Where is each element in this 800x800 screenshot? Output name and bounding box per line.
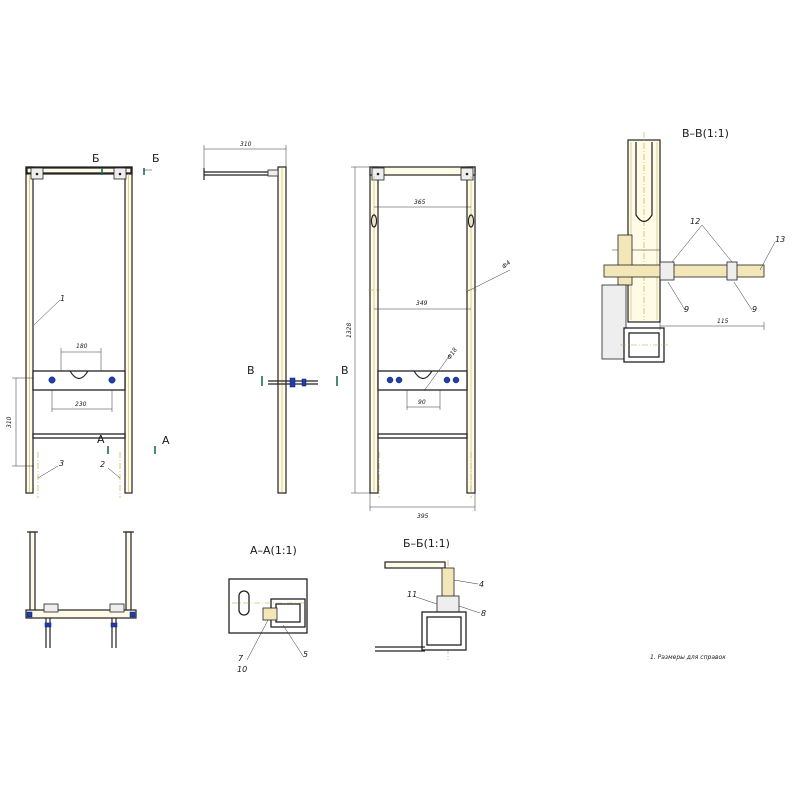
dim-phi18: Ф18 xyxy=(446,346,459,361)
dim-230: 230 xyxy=(75,401,87,408)
dim-1328: 1328 xyxy=(346,323,353,338)
dim-phi4: Ф4 xyxy=(501,259,513,270)
section-mark-b-left: Б xyxy=(92,152,100,165)
section-vv-title: В–В(1:1) xyxy=(682,127,729,140)
section-aa-view xyxy=(228,578,308,661)
dim-365: 365 xyxy=(414,199,426,206)
dim-180: 180 xyxy=(76,343,88,350)
dim-349: 349 xyxy=(416,300,428,307)
section-mark-v-right: В xyxy=(341,364,349,377)
callout-3: 3 xyxy=(59,459,64,468)
section-bb-view xyxy=(375,560,481,660)
section-mark-v-left: В xyxy=(247,364,255,377)
callout-13: 13 xyxy=(775,235,785,244)
callout-9-right: 9 xyxy=(752,305,757,314)
front-view xyxy=(12,166,156,498)
section-bb-title: Б–Б(1:1) xyxy=(403,537,450,550)
dim-90: 90 xyxy=(418,399,426,406)
dim-310-vertical: 310 xyxy=(6,416,13,428)
section-mark-b-right: Б xyxy=(152,152,160,165)
callout-5: 5 xyxy=(303,650,308,659)
section-vv-view xyxy=(601,132,776,363)
callout-10: 10 xyxy=(237,665,247,674)
callout-1: 1 xyxy=(60,294,65,303)
dim-310-top: 310 xyxy=(240,141,252,148)
callout-8: 8 xyxy=(481,609,486,618)
section-aa-title: А–А(1:1) xyxy=(250,544,297,557)
callout-12: 12 xyxy=(690,217,700,226)
dim-115: 115 xyxy=(717,318,729,325)
section-mark-a-right: А xyxy=(162,434,170,447)
plan-view xyxy=(25,531,137,648)
callout-4: 4 xyxy=(479,580,484,589)
callout-11: 11 xyxy=(407,590,417,599)
note-text: 1. Размеры для справок xyxy=(650,654,726,661)
callout-7: 7 xyxy=(238,654,244,663)
callout-2: 2 xyxy=(100,460,105,469)
callout-9-left: 9 xyxy=(684,305,689,314)
section-mark-a-left: А xyxy=(97,433,105,446)
dim-395: 395 xyxy=(417,513,429,520)
rear-view xyxy=(351,166,511,511)
side-view xyxy=(203,145,338,494)
